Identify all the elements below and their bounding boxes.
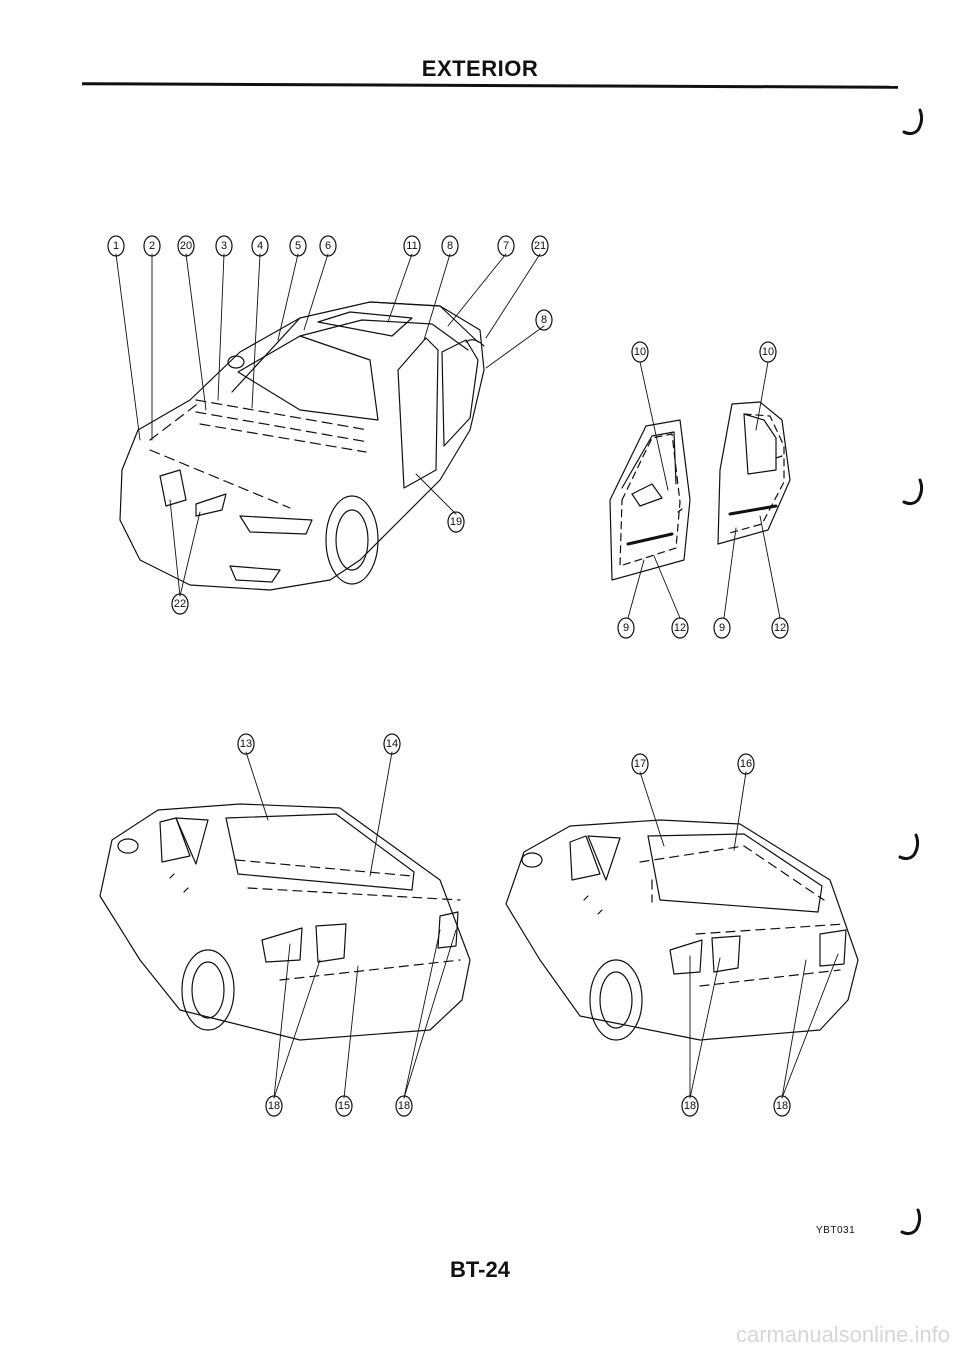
callout-18-rr-b: 18 — [773, 1095, 791, 1117]
svg-text:17: 17 — [634, 758, 646, 770]
svg-text:4: 4 — [257, 240, 263, 252]
callout-18-rr-a: 18 — [681, 1095, 699, 1117]
svg-text:1: 1 — [113, 240, 119, 252]
callout-13: 13 — [237, 733, 255, 755]
callout-18-rl-a: 18 — [265, 1095, 283, 1117]
callout-7: 7 — [497, 235, 515, 257]
callout-10-rear: 10 — [759, 341, 777, 363]
svg-text:19: 19 — [450, 516, 462, 528]
callout-9-rear: 9 — [713, 617, 731, 639]
page-title: EXTERIOR — [421, 56, 539, 81]
svg-text:18: 18 — [776, 1100, 788, 1112]
callout-16: 16 — [737, 753, 755, 775]
rear-right-leaders — [639, 771, 839, 1099]
callout-11: 11 — [403, 235, 421, 257]
svg-text:22: 22 — [174, 598, 186, 610]
figure-code: YBT031 — [816, 1225, 856, 1236]
callout-14: 14 — [383, 733, 401, 755]
callout-6: 6 — [319, 235, 337, 257]
svg-text:5: 5 — [295, 240, 301, 252]
svg-text:9: 9 — [719, 622, 725, 634]
callout-21: 21 — [531, 235, 549, 257]
callout-2: 2 — [143, 235, 161, 257]
svg-text:8: 8 — [447, 240, 453, 252]
callout-12-rear: 12 — [771, 617, 789, 639]
front-car-leaders — [115, 253, 545, 597]
svg-text:11: 11 — [406, 240, 417, 252]
rear-door-drawing — [717, 401, 791, 545]
svg-text:13: 13 — [240, 738, 252, 750]
svg-text:12: 12 — [674, 622, 686, 634]
callout-9-front: 9 — [617, 617, 635, 639]
callout-4: 4 — [251, 235, 269, 257]
callout-17: 17 — [631, 753, 649, 775]
callout-8: 8 — [441, 235, 459, 257]
svg-text:2: 2 — [149, 240, 155, 252]
front-door-drawing — [609, 419, 691, 581]
svg-text:12: 12 — [774, 622, 786, 634]
svg-text:3: 3 — [221, 240, 227, 252]
svg-text:16: 16 — [740, 758, 752, 770]
callout-5: 5 — [289, 235, 307, 257]
callout-18-rl-b: 18 — [395, 1095, 413, 1117]
svg-text:10: 10 — [634, 346, 646, 358]
svg-text:8: 8 — [541, 314, 547, 326]
svg-text:6: 6 — [325, 240, 331, 252]
callout-markers: 1 2 20 3 4 5 6 11 8 7 21 8 19 22 10 10 9… — [107, 235, 791, 1117]
svg-text:18: 18 — [684, 1100, 696, 1112]
svg-text:18: 18 — [268, 1100, 280, 1112]
rear-car-right-drawing — [505, 819, 859, 1041]
callout-10-front: 10 — [631, 341, 649, 363]
callout-12-front: 12 — [671, 617, 689, 639]
callout-20: 20 — [177, 235, 195, 257]
svg-text:20: 20 — [180, 240, 192, 252]
watermark: carmanualsonline.info — [735, 1322, 950, 1347]
callout-22: 22 — [171, 593, 189, 615]
svg-text:18: 18 — [398, 1100, 410, 1112]
callout-3: 3 — [215, 235, 233, 257]
binding-marks — [898, 108, 924, 1236]
callout-15: 15 — [335, 1095, 353, 1117]
svg-text:10: 10 — [762, 346, 774, 358]
svg-text:21: 21 — [534, 240, 546, 252]
rear-car-left-drawing — [99, 803, 471, 1041]
callout-19: 19 — [447, 511, 465, 533]
door-leaders — [627, 361, 781, 619]
callout-8-b: 8 — [535, 309, 553, 331]
svg-text:15: 15 — [338, 1100, 350, 1112]
svg-text:7: 7 — [503, 240, 509, 252]
svg-text:14: 14 — [386, 738, 398, 750]
svg-text:9: 9 — [623, 622, 629, 634]
front-car-drawing — [119, 301, 485, 591]
callout-1: 1 — [107, 235, 125, 257]
page-number: BT-24 — [450, 1257, 510, 1282]
rear-left-leaders — [245, 751, 457, 1099]
